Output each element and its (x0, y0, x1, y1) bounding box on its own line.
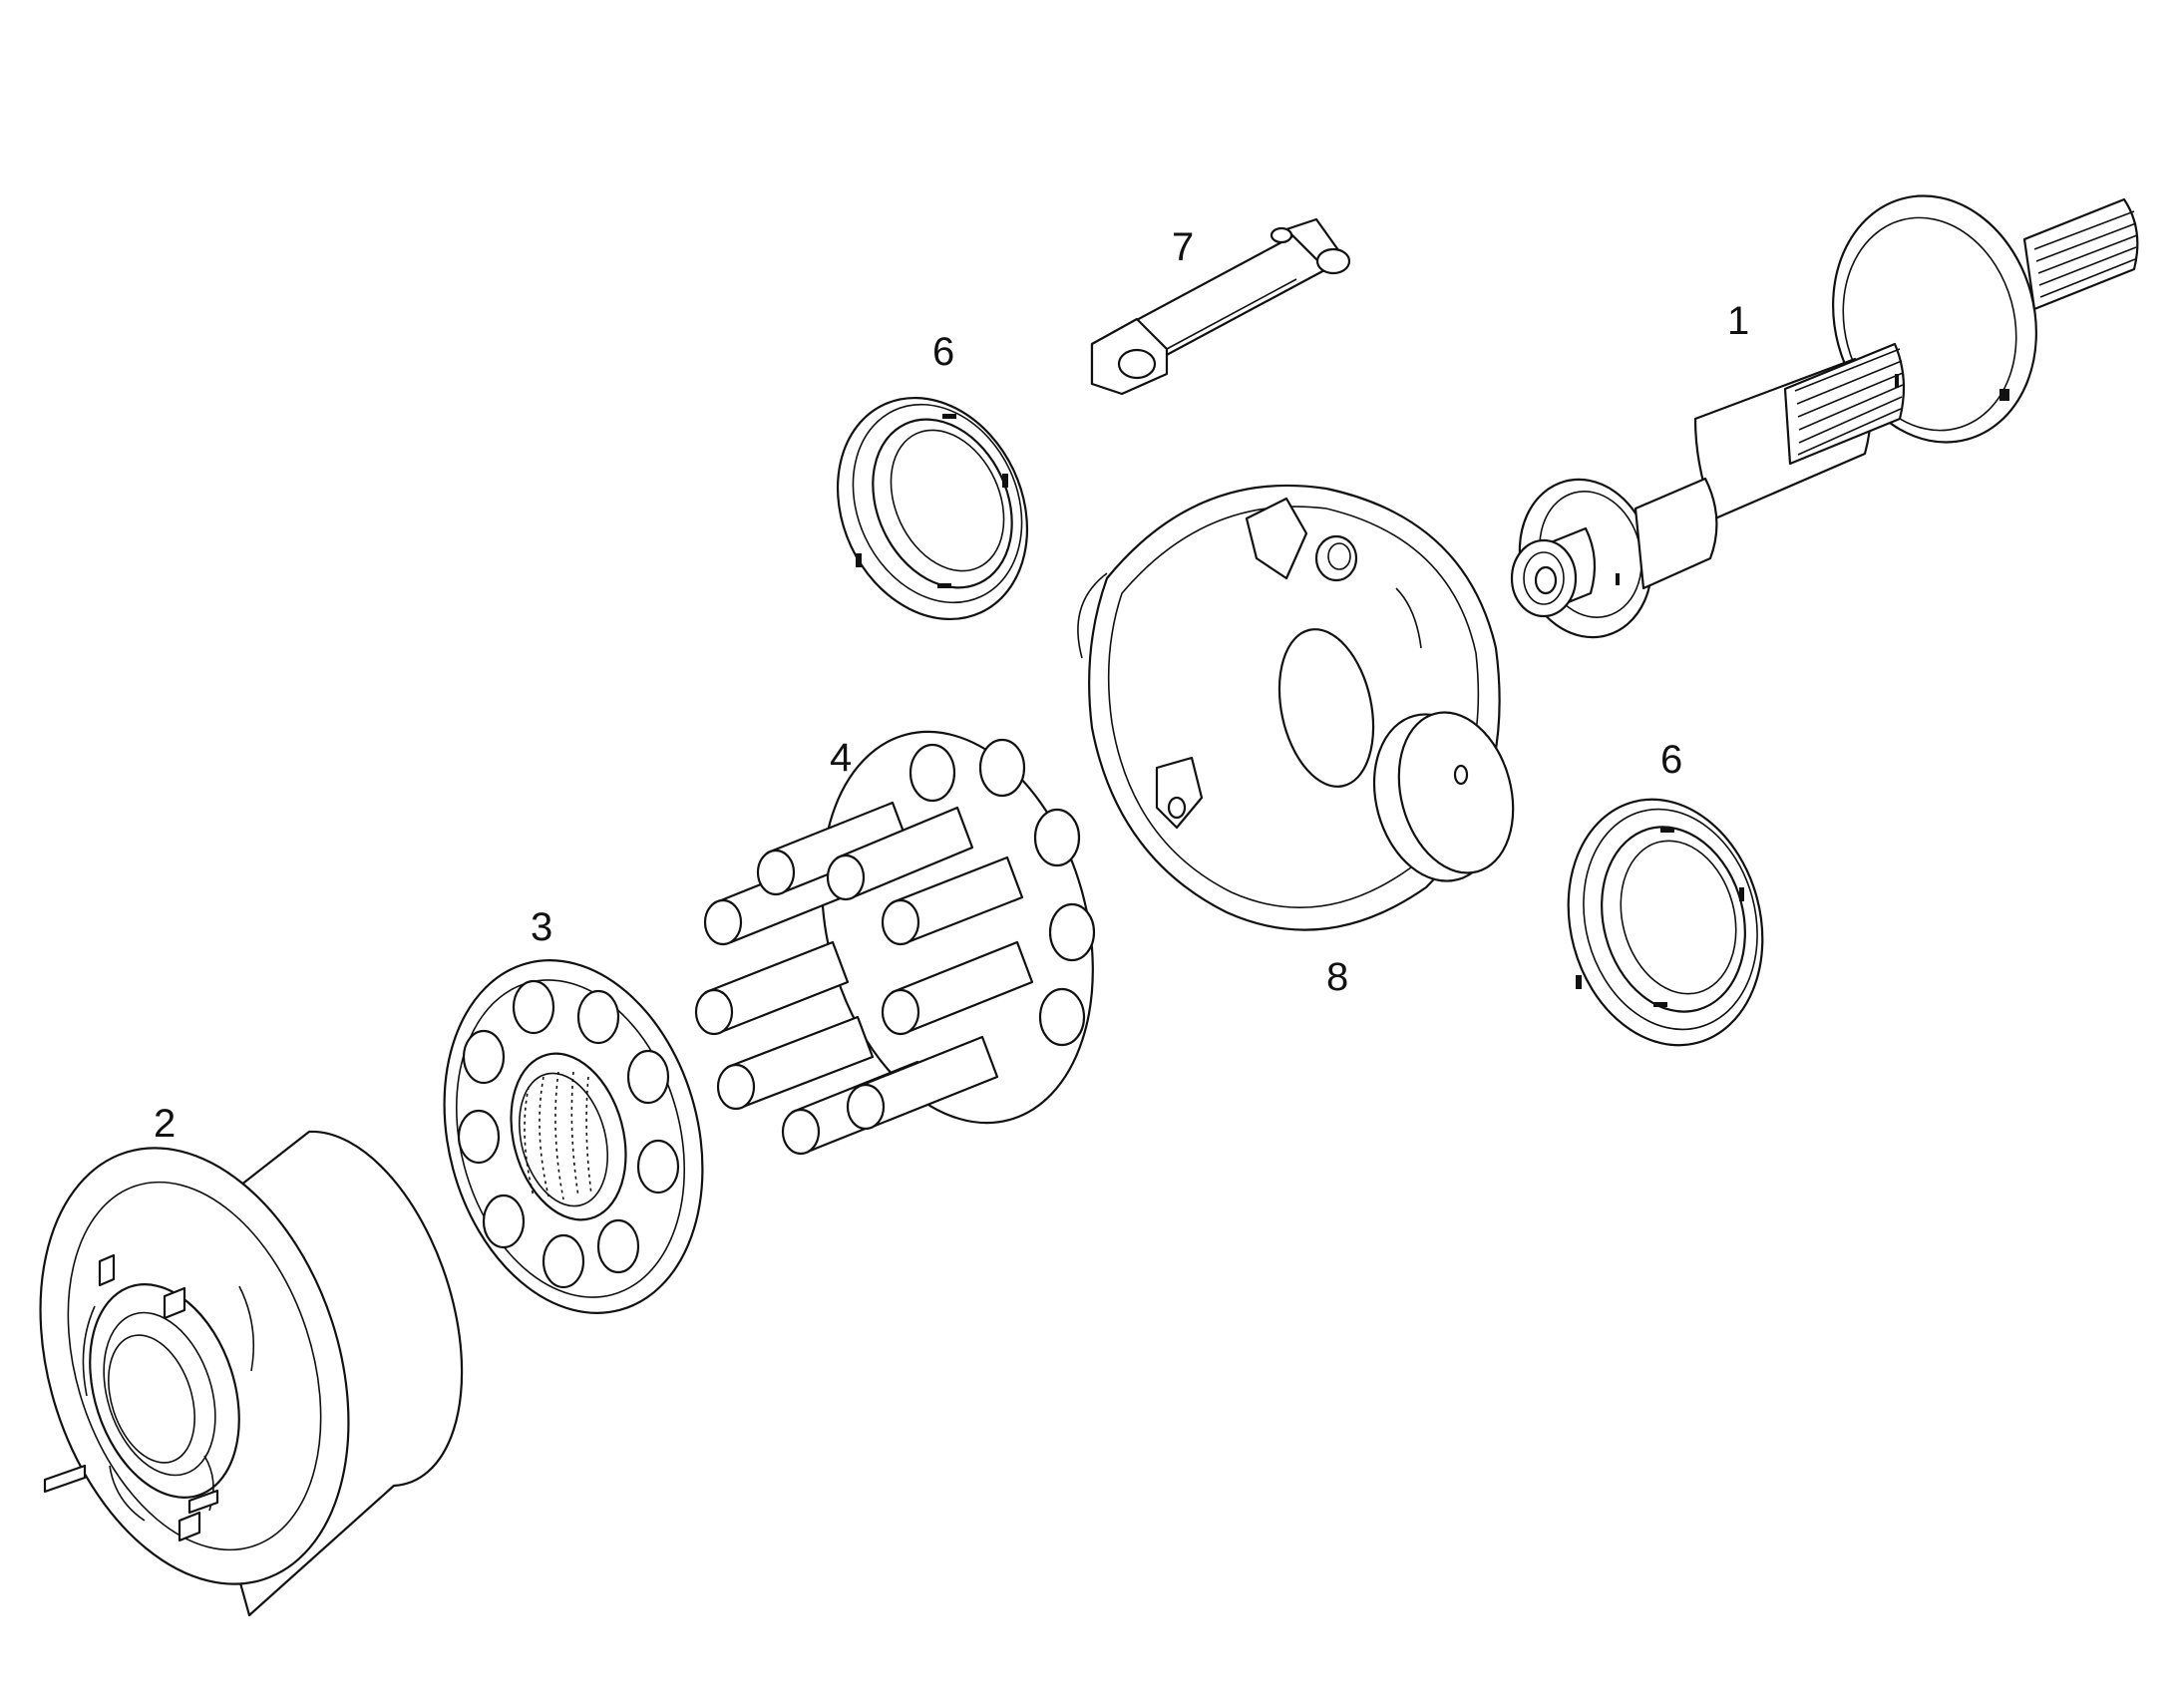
callout-6-right: 6 (1660, 738, 1683, 782)
part-pistons (694, 730, 1096, 1156)
callout-3: 3 (531, 905, 553, 949)
callout-6-top: 6 (932, 330, 955, 374)
part-swash-plate (1077, 484, 1515, 931)
part-bearing-right (1567, 798, 1764, 1047)
part-cylinder-block (39, 1130, 464, 1617)
callout-7: 7 (1172, 225, 1195, 269)
callout-2: 2 (154, 1102, 177, 1146)
part-link (1090, 217, 1351, 396)
callout-4: 4 (830, 736, 853, 780)
part-retainer-plate (443, 959, 704, 1314)
callout-8: 8 (1326, 955, 1349, 999)
part-shaft (1510, 194, 2139, 639)
part-bearing-top (836, 396, 1029, 621)
callout-1: 1 (1727, 299, 1750, 343)
